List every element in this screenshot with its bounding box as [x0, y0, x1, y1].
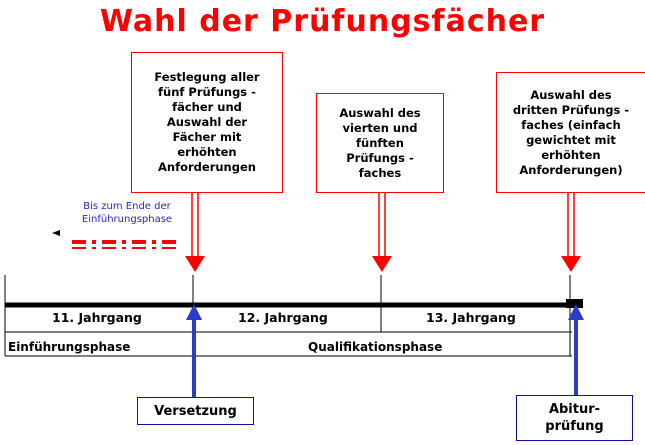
box-versetzung: Versetzung [137, 397, 254, 425]
box-auswahl-drittes: Auswahl des dritten Prüfungs - faches (e… [496, 72, 645, 193]
year-13: 13. Jahrgang [426, 310, 516, 325]
timeline [4, 275, 583, 357]
phase-qualifikation: Qualifikationsphase [308, 340, 443, 354]
arrow-versetzung [186, 304, 202, 398]
arrow-abitur [568, 304, 584, 396]
dashed-arrow [52, 230, 180, 249]
page-title: Wahl der Prüfungsfächer [99, 4, 546, 39]
phase-einfuehrung: Einführungsphase [8, 340, 131, 354]
arrow-box3 [561, 193, 581, 272]
arrow-box2 [372, 193, 392, 272]
note-einfuehrungsphase: Bis zum Ende der Einführungsphase [81, 201, 173, 225]
arrow-box1 [185, 193, 205, 272]
year-12: 12. Jahrgang [238, 310, 328, 325]
box-abiturpruefung: Abitur- prüfung [516, 395, 633, 441]
box-auswahl-viertes: Auswahl des vierten und fünften Prüfungs… [316, 93, 444, 193]
box-festlegung: Festlegung aller fünf Prüfungs - fächer … [131, 52, 283, 193]
year-11: 11. Jahrgang [52, 310, 142, 325]
